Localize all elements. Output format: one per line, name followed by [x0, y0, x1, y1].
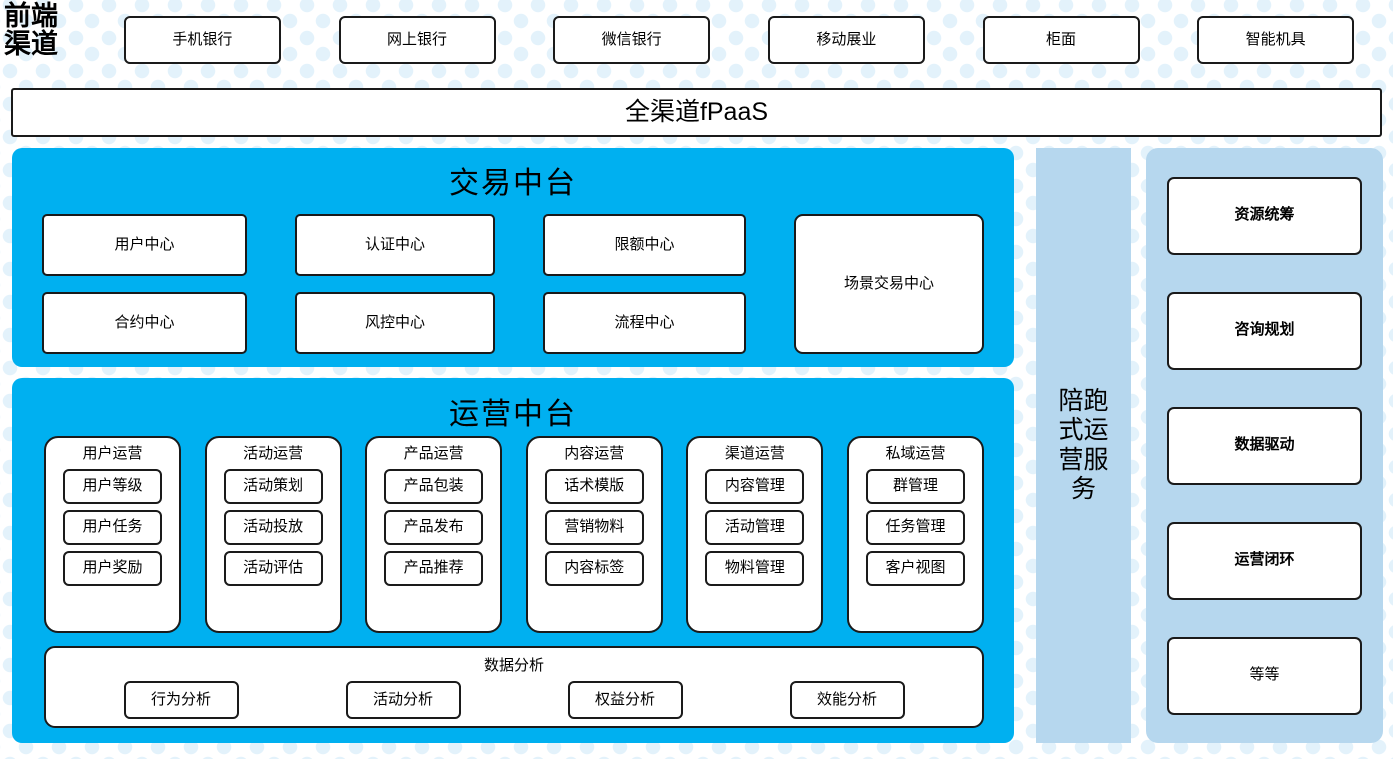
ops-column-user[interactable]: 用户运营 用户等级 用户任务 用户奖励	[44, 436, 181, 633]
ops-column-title: 用户运营	[82, 445, 143, 462]
ops-item-marketing-material[interactable]: 营销物料	[544, 510, 644, 545]
accompany-service-label: 陪跑式运营服务	[1058, 386, 1109, 504]
ops-column-title: 私域运营	[885, 445, 946, 462]
ops-items: 话术模版 营销物料 内容标签	[544, 469, 644, 586]
ops-items: 活动策划 活动投放 活动评估	[223, 469, 323, 586]
ops-item-product-packaging[interactable]: 产品包装	[384, 469, 484, 504]
ops-items: 群管理 任务管理 客户视图	[865, 469, 965, 586]
service-capability-panel: 资源统筹 咨询规划 数据驱动 运营闭环 等等	[1146, 148, 1383, 743]
service-box-ops-closed-loop[interactable]: 运营闭环	[1167, 521, 1362, 600]
channel-cell: 智能机具	[1168, 16, 1383, 64]
trade-box-risk-center[interactable]: 风控中心	[295, 292, 495, 354]
trade-box-contract-center[interactable]: 合约中心	[42, 292, 247, 354]
trade-box-scene-transaction-center[interactable]: 场景交易中心	[794, 214, 984, 354]
data-item-campaign-analysis[interactable]: 活动分析	[345, 681, 461, 719]
service-box-data-driven[interactable]: 数据驱动	[1167, 406, 1362, 485]
data-item-efficiency-analysis[interactable]: 效能分析	[789, 681, 905, 719]
ops-item-campaign-management[interactable]: 活动管理	[705, 510, 805, 545]
ops-middle-platform-panel: 运营中台 用户运营 用户等级 用户任务 用户奖励 活动运营 活动策划 活动投放 …	[12, 378, 1014, 743]
service-box-etc[interactable]: 等等	[1167, 636, 1362, 715]
channel-cell: 网上银行	[310, 16, 525, 64]
ops-items: 产品包装 产品发布 产品推荐	[384, 469, 484, 586]
trade-box-user-center[interactable]: 用户中心	[42, 214, 247, 276]
channel-box-mobile-business[interactable]: 移动展业	[767, 16, 925, 64]
ops-item-campaign-planning[interactable]: 活动策划	[223, 469, 323, 504]
channel-box-mobile-bank[interactable]: 手机银行	[123, 16, 281, 64]
data-analysis-strip: 数据分析 行为分析 活动分析 权益分析 效能分析	[44, 646, 984, 728]
channel-cell: 手机银行	[95, 16, 310, 64]
channel-box-smart-machine[interactable]: 智能机具	[1197, 16, 1355, 64]
channel-box-wechat-bank[interactable]: 微信银行	[553, 16, 711, 64]
ops-item-content-tag[interactable]: 内容标签	[544, 551, 644, 586]
ops-column-private-domain[interactable]: 私域运营 群管理 任务管理 客户视图	[846, 436, 984, 633]
ops-item-campaign-delivery[interactable]: 活动投放	[223, 510, 323, 545]
ops-item-material-management[interactable]: 物料管理	[705, 551, 805, 586]
frontend-channel-label: 前端渠道	[4, 1, 58, 60]
ops-item-content-management[interactable]: 内容管理	[705, 469, 805, 504]
trade-middle-platform-panel: 交易中台 用户中心 认证中心 限额中心 场景交易中心 合约中心 风控中心 流程中…	[12, 148, 1014, 367]
ops-item-script-template[interactable]: 话术模版	[544, 469, 644, 504]
service-box-consulting-planning[interactable]: 咨询规划	[1167, 291, 1362, 370]
ops-column-content[interactable]: 内容运营 话术模版 营销物料 内容标签	[525, 436, 663, 633]
ops-column-channel[interactable]: 渠道运营 内容管理 活动管理 物料管理	[686, 436, 824, 633]
data-analysis-items: 行为分析 活动分析 权益分析 效能分析	[46, 681, 982, 719]
ops-column-title: 活动运营	[243, 445, 304, 462]
channel-cell: 移动展业	[739, 16, 954, 64]
ops-columns: 用户运营 用户等级 用户任务 用户奖励 活动运营 活动策划 活动投放 活动评估 …	[44, 436, 984, 633]
ops-items: 用户等级 用户任务 用户奖励	[63, 469, 162, 586]
data-item-benefit-analysis[interactable]: 权益分析	[567, 681, 683, 719]
frontend-channel-row: 手机银行 网上银行 微信银行 移动展业 柜面 智能机具	[95, 16, 1383, 64]
ops-column-title: 产品运营	[403, 445, 464, 462]
channel-box-counter[interactable]: 柜面	[982, 16, 1140, 64]
data-analysis-title: 数据分析	[483, 657, 544, 674]
ops-items: 内容管理 活动管理 物料管理	[705, 469, 805, 586]
ops-item-product-recommend[interactable]: 产品推荐	[384, 551, 484, 586]
ops-column-title: 渠道运营	[724, 445, 785, 462]
trade-platform-grid: 用户中心 认证中心 限额中心 场景交易中心 合约中心 风控中心 流程中心	[42, 214, 984, 354]
ops-item-task-management[interactable]: 任务管理	[865, 510, 965, 545]
trade-box-process-center[interactable]: 流程中心	[543, 292, 746, 354]
ops-column-product[interactable]: 产品运营 产品包装 产品发布 产品推荐	[365, 436, 503, 633]
channel-cell: 柜面	[954, 16, 1169, 64]
ops-column-campaign[interactable]: 活动运营 活动策划 活动投放 活动评估	[204, 436, 342, 633]
ops-platform-title: 运营中台	[449, 397, 577, 432]
data-item-behavior-analysis[interactable]: 行为分析	[123, 681, 239, 719]
ops-item-user-level[interactable]: 用户等级	[63, 469, 162, 504]
ops-item-campaign-evaluation[interactable]: 活动评估	[223, 551, 323, 586]
ops-item-product-release[interactable]: 产品发布	[384, 510, 484, 545]
accompany-service-column: 陪跑式运营服务	[1036, 148, 1131, 743]
trade-box-auth-center[interactable]: 认证中心	[295, 214, 495, 276]
ops-item-customer-view[interactable]: 客户视图	[865, 551, 965, 586]
trade-box-limit-center[interactable]: 限额中心	[543, 214, 746, 276]
omni-channel-fpaas-bar[interactable]: 全渠道fPaaS	[11, 88, 1382, 137]
ops-column-title: 内容运营	[564, 445, 625, 462]
channel-box-online-bank[interactable]: 网上银行	[338, 16, 496, 64]
ops-item-user-reward[interactable]: 用户奖励	[63, 551, 162, 586]
service-box-resource-coordination[interactable]: 资源统筹	[1167, 176, 1362, 255]
trade-platform-title: 交易中台	[449, 166, 577, 201]
ops-item-group-management[interactable]: 群管理	[865, 469, 965, 504]
ops-item-user-task[interactable]: 用户任务	[63, 510, 162, 545]
channel-cell: 微信银行	[524, 16, 739, 64]
